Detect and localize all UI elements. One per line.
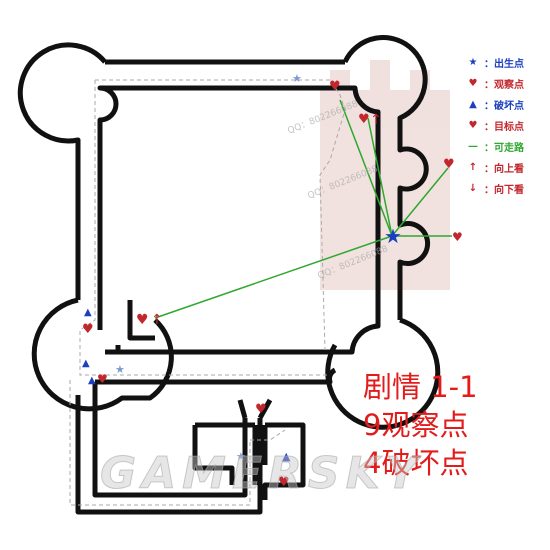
stage-title: 剧情 1-1 [363, 370, 478, 404]
star-icon: ★ [468, 57, 478, 68]
arrow-up-icon: ↑ [468, 162, 478, 173]
markers: ★ ★ ★ ★ ♥ ♥ ♥ ♥ ♥ ♥ ♥ ♥ ♥ ↑ ↑ ▲ ▲ ▲ ▲ [82, 72, 463, 490]
legend-label: ：观察点 [484, 80, 524, 91]
legend-label: ：可走路 [484, 143, 524, 154]
observe-heart-icon: ♥ [452, 230, 463, 244]
observe-count: 9观察点 [363, 408, 469, 442]
break-triangle-icon: ▲ [282, 450, 291, 463]
observe-heart-icon: ♥ [97, 372, 108, 386]
observe-heart-icon: ♥ [443, 157, 455, 172]
sight-lines [154, 99, 452, 319]
legend-item: ♥ ：目标点 [462, 115, 548, 136]
observe-heart-icon: ♥ [329, 79, 341, 94]
break-triangle-icon: ▲ [88, 375, 96, 386]
legend-item: ♥ ：观察点 [462, 73, 548, 94]
gamersky-watermark: GAMERSKY [100, 448, 424, 500]
observe-heart-icon: ♥ [82, 322, 94, 337]
legend-label: ：破坏点 [484, 101, 524, 112]
stage-info: 剧情 1-1 9观察点 4破坏点 [363, 368, 478, 482]
spawn-star-icon-small: ★ [292, 72, 302, 85]
observe-heart-icon: ♥ [358, 112, 370, 127]
legend-item: ▲ ：破坏点 [462, 94, 548, 115]
legend-label: ：目标点 [484, 122, 524, 133]
break-triangle-icon: ▲ [84, 307, 92, 318]
legend-label: ：向上看 [484, 164, 524, 175]
legend-item: ↑ ：向上看 [462, 157, 548, 178]
break-triangle-icon: ▲ [82, 358, 90, 369]
spawn-star-icon: ★ [384, 224, 402, 248]
arrow-up-icon: ↑ [151, 312, 163, 328]
legend-label: ：出生点 [484, 59, 524, 70]
dash-icon: — [468, 141, 478, 152]
legend-item: ★ ：出生点 [462, 52, 548, 73]
arrow-down-icon: ↓ [468, 183, 478, 194]
break-count: 4破坏点 [363, 446, 469, 480]
castle-watermark [320, 60, 450, 290]
legend-item: — ：可走路 [462, 136, 548, 157]
observe-heart-icon: ♥ [136, 312, 149, 328]
spawn-star-icon-small: ★ [115, 363, 125, 376]
outer-walls [17, 35, 441, 515]
triangle-icon: ▲ [469, 99, 477, 110]
legend-label: ：向下看 [484, 185, 524, 196]
legend-item: ↓ ：向下看 [462, 178, 548, 199]
map-legend: ★ ：出生点 ♥ ：观察点 ▲ ：破坏点 ♥ ：目标点 — ：可走路 ↑ ：向上看 ↓ ：向下看 [462, 52, 548, 199]
observe-heart-icon: ♥ [278, 475, 290, 490]
observe-heart-icon: ♥ [255, 402, 267, 417]
walkable-path-dashed [69, 79, 346, 506]
heart-icon: ♥ [468, 120, 478, 131]
heart-icon: ♥ [468, 78, 478, 89]
arrow-up-icon: ↑ [370, 112, 382, 128]
spawn-star-icon-small: ★ [236, 450, 246, 463]
